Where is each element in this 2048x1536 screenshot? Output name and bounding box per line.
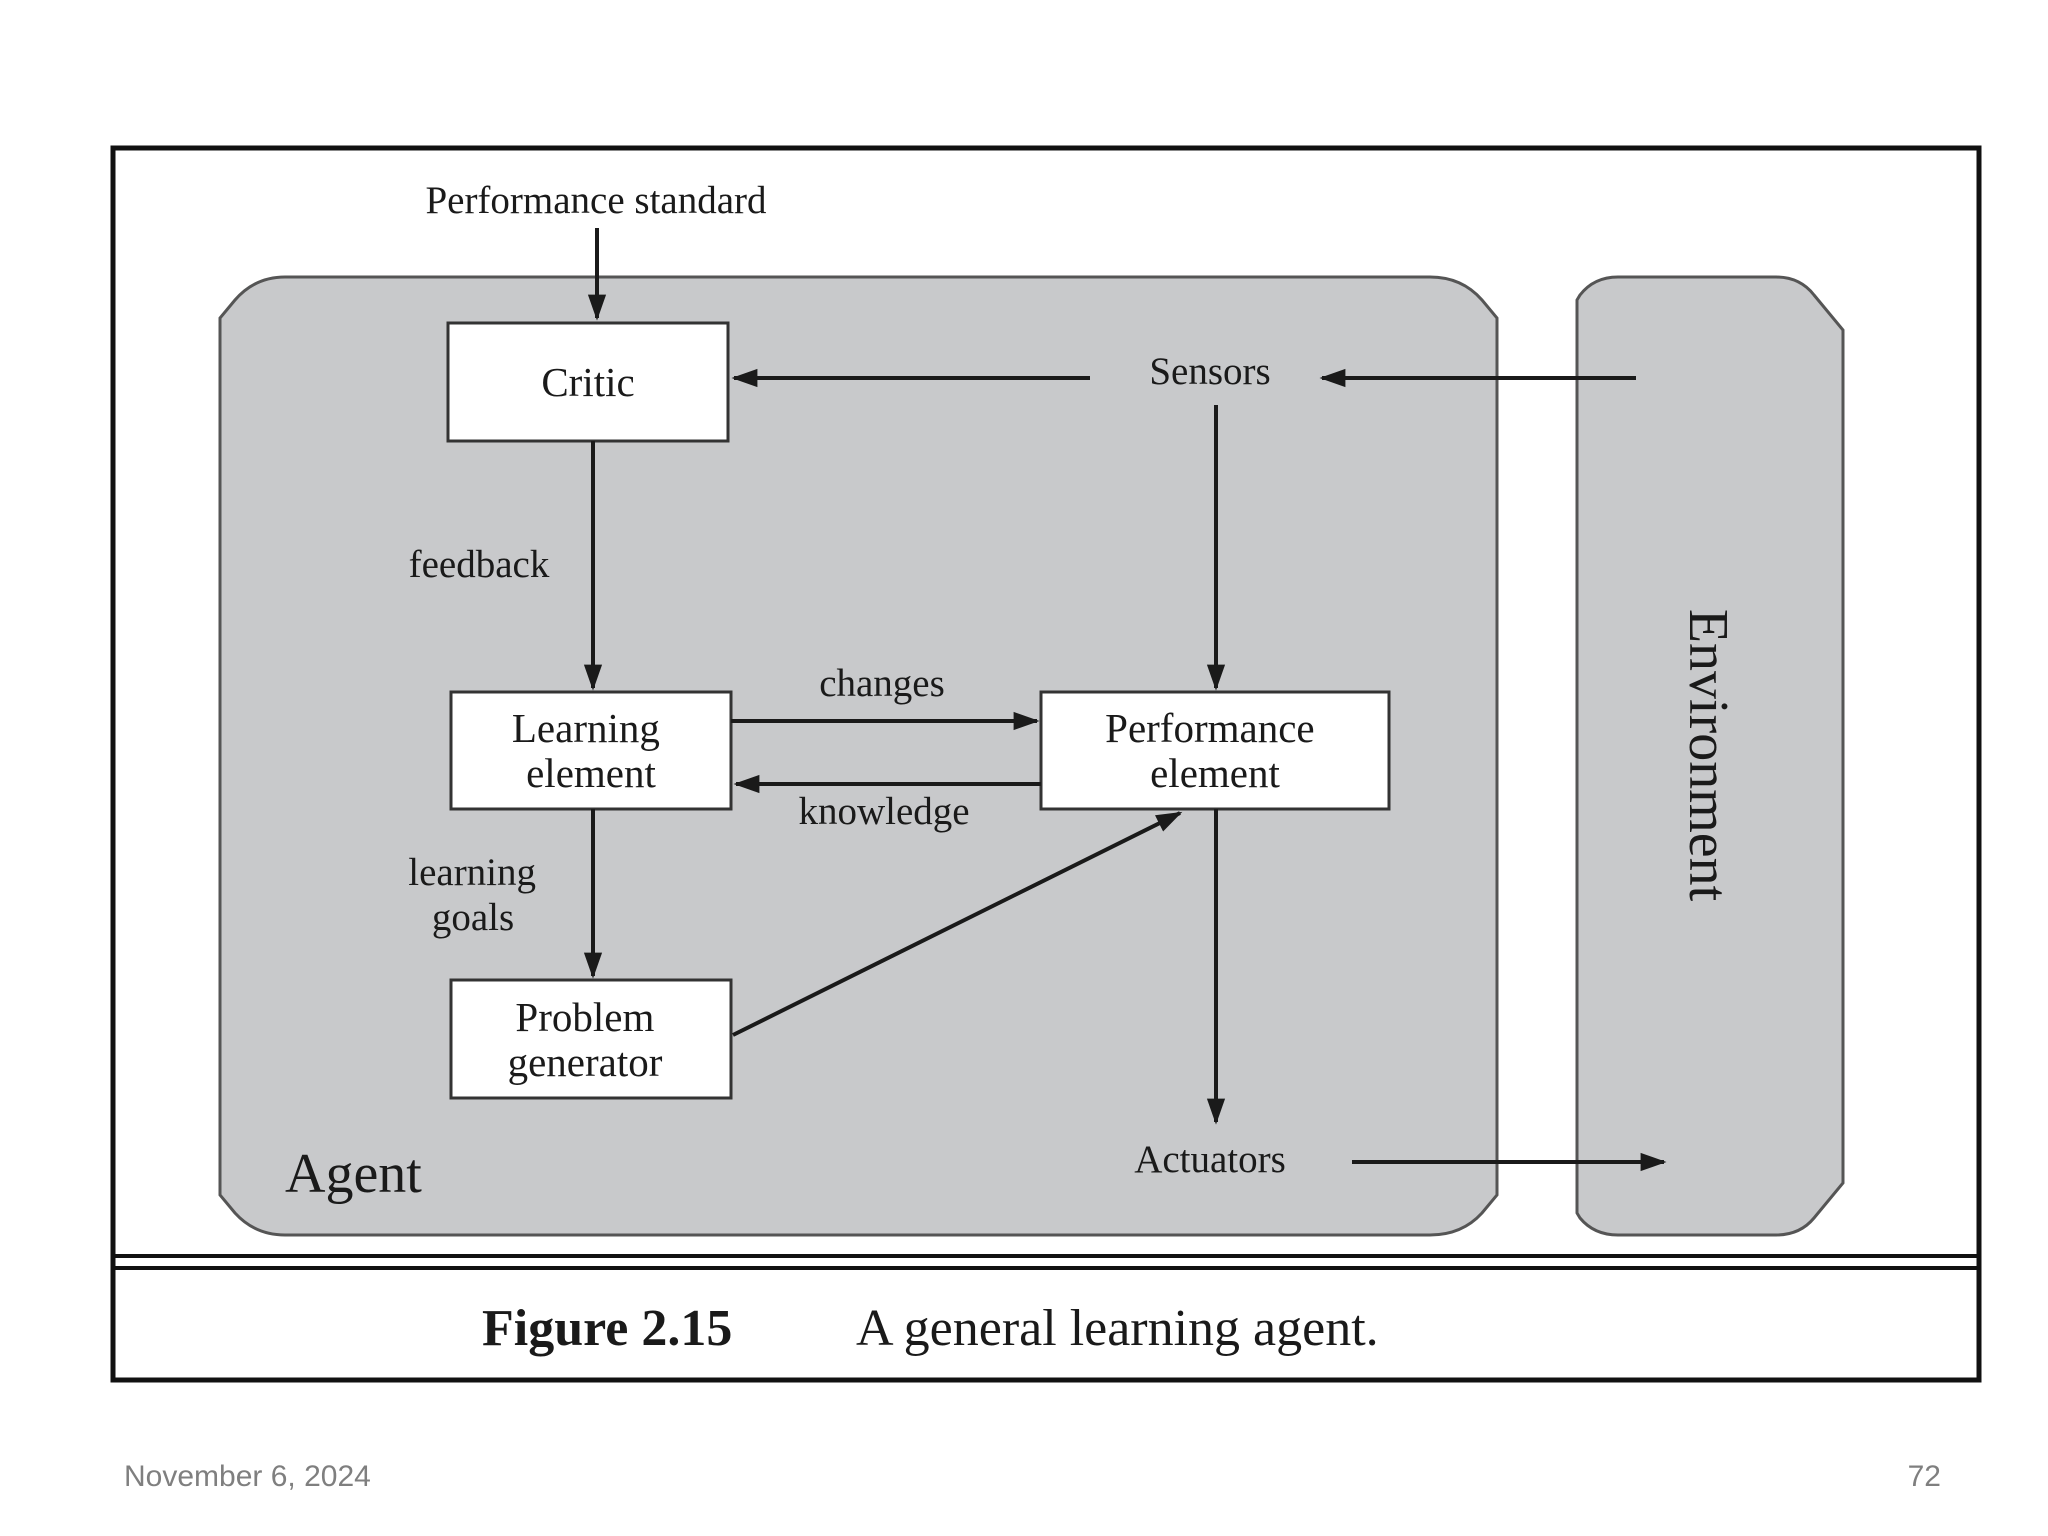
agent-label: Agent bbox=[285, 1143, 422, 1205]
problem-generator-box bbox=[449, 978, 733, 1100]
actuators-label: Actuators bbox=[1134, 1138, 1286, 1181]
knowledge-label: knowledge bbox=[798, 790, 969, 833]
performance-standard-label: Performance standard bbox=[425, 179, 767, 222]
problem-generator-label: Problem generator bbox=[508, 994, 665, 1085]
arrow-problem-generator-to-performance-element bbox=[732, 811, 1183, 1037]
learning-element-label: Learning element bbox=[512, 705, 670, 796]
changes-label: changes bbox=[819, 662, 945, 705]
environment-panel bbox=[1575, 275, 1845, 1237]
performance-element-line-1: Performance bbox=[1105, 705, 1314, 751]
feedback-label: feedback bbox=[409, 543, 550, 586]
learning-goals-line-1: learning bbox=[408, 851, 536, 894]
learning-goals-line-2: goals bbox=[432, 896, 514, 939]
slide-number: 72 bbox=[1907, 1460, 1941, 1493]
performance-element-label: Performance element bbox=[1105, 705, 1325, 796]
problem-generator-line-1: Problem bbox=[515, 994, 654, 1040]
critic-label: Critic bbox=[541, 359, 634, 405]
critic-box bbox=[446, 321, 730, 443]
slide-date: November 6, 2024 bbox=[124, 1460, 371, 1493]
caption-label: Figure 2.15 bbox=[482, 1300, 732, 1357]
learning-element-line-1: Learning bbox=[512, 705, 660, 751]
performance-element-line-2: element bbox=[1150, 750, 1280, 796]
environment-label: Environment bbox=[1677, 609, 1739, 902]
sensors-label: Sensors bbox=[1149, 350, 1270, 393]
problem-generator-line-2: generator bbox=[508, 1039, 663, 1085]
learning-element-line-2: element bbox=[526, 750, 656, 796]
caption-text: A general learning agent. bbox=[856, 1300, 1379, 1357]
learning-goals-label: learning goals bbox=[408, 851, 546, 939]
